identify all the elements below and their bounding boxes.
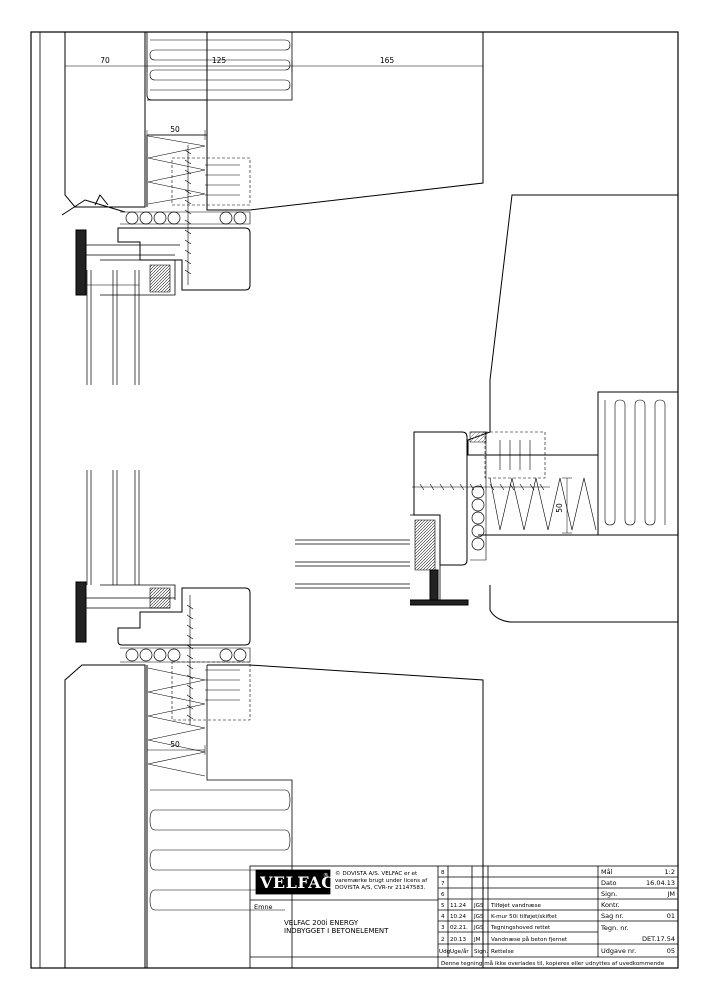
head-inner-concrete [206, 31, 484, 211]
svg-text:K-mur 50i tilføjet/skiftet: K-mur 50i tilføjet/skiftet [491, 914, 558, 920]
subject-line-1: VELFAC 200i ENERGY [284, 919, 359, 927]
svg-text:5: 5 [441, 903, 445, 909]
svg-text:Rettelse: Rettelse [491, 949, 514, 955]
svg-text:4: 4 [441, 914, 445, 920]
jamb-glazing [295, 539, 410, 589]
info-column: Mål 1:2 Dato 16.04.13 Sign. JM Kontr. Sa… [600, 867, 675, 955]
title-block [249, 865, 679, 969]
head-bracket [171, 157, 251, 206]
sill-alu-profile [75, 581, 87, 643]
svg-text:Vandnæse på beton fjernet: Vandnæse på beton fjernet [491, 936, 568, 943]
head-glazing [86, 270, 140, 385]
svg-text:3: 3 [441, 925, 445, 931]
head-seal-row [125, 211, 247, 225]
svg-text:Sag nr.: Sag nr. [601, 912, 624, 920]
jamb-seal-column [471, 485, 485, 551]
svg-text:Tilføjet vandnæse: Tilføjet vandnæse [490, 903, 541, 909]
copyright-line-1: © DOVISTA A/S. VELFAC er et [335, 870, 418, 877]
svg-text:JM: JM [666, 890, 675, 898]
sill-inner-concrete [207, 664, 484, 968]
svg-text:10.24: 10.24 [450, 914, 466, 920]
svg-text:JM: JM [473, 937, 481, 943]
sill-wood-frame [117, 587, 251, 646]
svg-text:8: 8 [441, 870, 445, 876]
head-wood-frame [117, 227, 251, 291]
head-wave-insulation [149, 39, 291, 91]
svg-text:16.04.13: 16.04.13 [646, 879, 675, 887]
revision-table: 8 7 6 5 11.24 JGS Tilføjet vandnæse 4 10… [439, 870, 568, 955]
svg-text:05: 05 [667, 947, 675, 955]
svg-text:Uge/år: Uge/år [450, 948, 469, 955]
svg-text:JGS: JGS [473, 903, 484, 909]
svg-text:1:2: 1:2 [665, 868, 675, 876]
svg-text:Tegn. nr.: Tegn. nr. [600, 924, 629, 932]
head-alu-profile [75, 229, 87, 296]
sill-screw [186, 595, 194, 725]
sill-seal-row [125, 648, 247, 662]
jamb-wave-insulation [604, 399, 666, 526]
sill-bracket [171, 661, 251, 721]
svg-text:Udg: Udg [439, 949, 451, 955]
jamb-zigzag-insulation [489, 477, 597, 531]
jamb-outer-concrete [467, 194, 678, 456]
svg-text:JGS: JGS [473, 925, 484, 931]
svg-text:6: 6 [441, 892, 445, 898]
svg-text:Dato: Dato [601, 879, 617, 887]
jamb-wood-frame [413, 431, 468, 566]
sill-detail [64, 470, 484, 968]
jamb-detail [295, 194, 678, 623]
svg-text:JGS: JGS [473, 914, 484, 920]
dim-50-lower: 50 [170, 740, 180, 749]
dim-125: 125 [212, 56, 227, 65]
svg-text:DET.17.54: DET.17.54 [642, 935, 675, 943]
svg-text:Udgave nr.: Udgave nr. [601, 947, 636, 955]
dim-70: 70 [100, 56, 110, 65]
velfac-logo-mark: ® [323, 872, 329, 879]
emne-label: Emne [254, 903, 273, 911]
svg-text:Sign.: Sign. [601, 890, 617, 898]
svg-text:Sign.: Sign. [474, 949, 488, 955]
svg-text:01: 01 [667, 912, 675, 920]
dim-50-right: 50 [555, 503, 564, 513]
footer-notice: Denne tegning må ikke overlades til, kop… [441, 960, 665, 967]
svg-text:20.13: 20.13 [450, 937, 466, 943]
svg-text:Mål: Mål [601, 867, 613, 876]
svg-text:2: 2 [441, 937, 445, 943]
svg-text:Kontr.: Kontr. [601, 901, 620, 909]
svg-text:02.21.: 02.21. [450, 925, 468, 931]
sill-zigzag-insulation [147, 667, 206, 777]
velfac-logo-box [255, 869, 331, 895]
svg-text:7: 7 [441, 881, 445, 887]
sheet-border [30, 31, 679, 969]
head-dim-line [64, 60, 484, 72]
svg-text:Tegningshoved rettet: Tegningshoved rettet [490, 925, 551, 931]
dim-165: 165 [380, 56, 395, 65]
sill-wave-insulation [149, 789, 291, 911]
copyright-line-2: varemærke brugt under licens af [335, 878, 428, 884]
head-detail [39, 31, 484, 968]
dim-50-upper: 50 [170, 125, 180, 134]
velfac-logo: VELFAC [259, 873, 334, 892]
copyright-line-3: DOVISTA A/S, CVR-nr 21147583. [335, 885, 426, 891]
sill-glazing [86, 470, 140, 585]
head-flashing [61, 199, 126, 216]
sill-outer-wythe [64, 664, 146, 968]
svg-text:11.24: 11.24 [450, 903, 466, 909]
head-zigzag-insulation [147, 135, 206, 205]
subject-line-2: INDBYGGET I BETONELEMENT [284, 927, 389, 935]
jamb-bracket [484, 431, 546, 479]
